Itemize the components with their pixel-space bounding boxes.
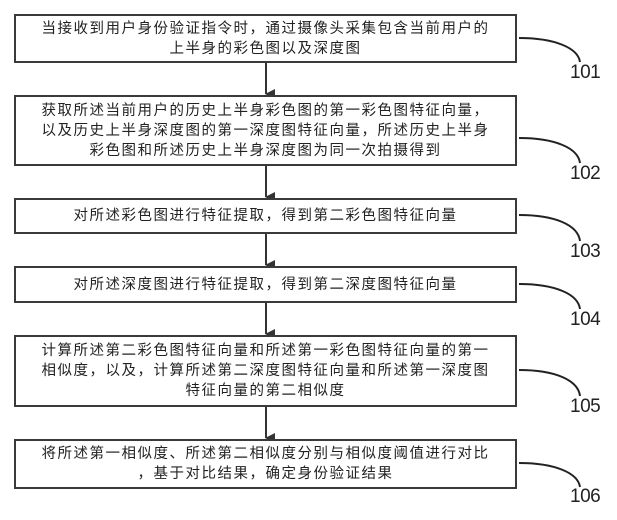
step-text-line: 对所述彩色图进行特征提取，得到第二彩色图特征向量 bbox=[73, 208, 458, 224]
step-text-line: 计算所述第二彩色图特征向量和所述第一彩色图特征向量的第一 bbox=[41, 343, 490, 359]
leader-105 bbox=[518, 369, 581, 397]
step-box-104: 对所述深度图进行特征提取，得到第二深度图特征向量 bbox=[14, 266, 517, 303]
leader-103 bbox=[518, 214, 581, 242]
step-box-101: 当接收到用户身份验证指令时，通过摄像头采集包含当前用户的 上半身的彩色图以及深度… bbox=[14, 14, 517, 63]
step-label-101: 101 bbox=[570, 62, 601, 83]
leader-104 bbox=[518, 283, 581, 310]
leader-102 bbox=[518, 137, 581, 164]
step-box-102: 获取所述当前用户的历史上半身彩色图的第一彩色图特征向量， 以及历史上半身深度图的… bbox=[14, 95, 517, 166]
step-text-line: 相似度，以及，计算所述第二深度图特征向量和所述第一深度图 bbox=[41, 363, 490, 379]
step-text-line: 获取所述当前用户的历史上半身彩色图的第一彩色图特征向量， bbox=[41, 102, 490, 119]
step-text-line: 将所述第一相似度、所述第二相似度分别与相似度阈值进行对比 bbox=[41, 446, 490, 462]
step-text-line: 彩色图和所述历史上半身深度图为同一次拍摄得到 bbox=[89, 142, 442, 159]
step-text-line: 特征向量的第二相似度 bbox=[185, 383, 346, 399]
leader-106 bbox=[518, 462, 581, 488]
step-label-102: 102 bbox=[570, 163, 601, 184]
step-text-line: 对所述深度图进行特征提取，得到第二深度图特征向量 bbox=[73, 276, 458, 293]
step-label-105: 105 bbox=[570, 396, 601, 417]
step-text-line: ，基于对比结果，确定身份验证结果 bbox=[137, 466, 394, 482]
leader-101 bbox=[518, 37, 581, 63]
step-box-106: 将所述第一相似度、所述第二相似度分别与相似度阈值进行对比 ，基于对比结果，确定身… bbox=[14, 439, 517, 489]
step-label-104: 104 bbox=[570, 309, 601, 330]
step-label-103: 103 bbox=[570, 241, 601, 262]
step-text-line: 上半身的彩色图以及深度图 bbox=[169, 40, 362, 57]
step-label-106: 106 bbox=[570, 486, 601, 507]
step-text-line: 以及历史上半身深度图的第一深度图特征向量，所述历史上半身 bbox=[41, 122, 490, 139]
step-box-103: 对所述彩色图进行特征提取，得到第二彩色图特征向量 bbox=[14, 198, 517, 234]
step-box-105: 计算所述第二彩色图特征向量和所述第一彩色图特征向量的第一 相似度，以及，计算所述… bbox=[14, 335, 517, 407]
step-text-line: 当接收到用户身份验证指令时，通过摄像头采集包含当前用户的 bbox=[41, 20, 490, 37]
